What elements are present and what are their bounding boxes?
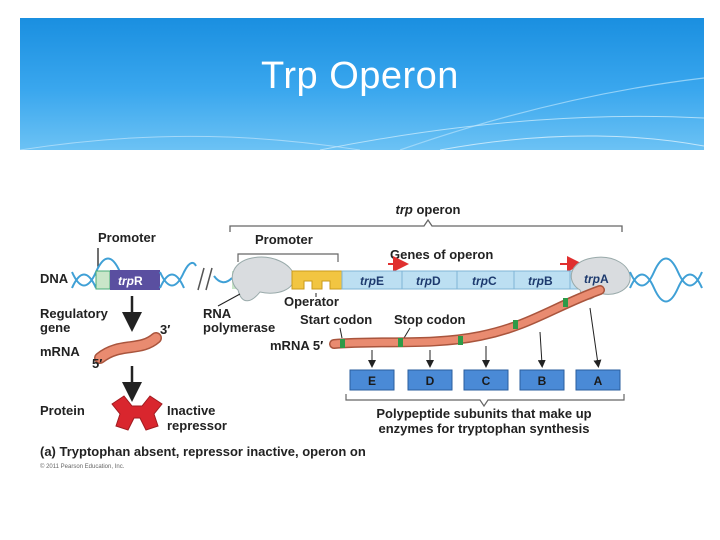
- codon-marks: [340, 298, 568, 348]
- figure-caption: (a) Tryptophan absent, repressor inactiv…: [40, 444, 366, 459]
- subunit-label-D: D: [426, 374, 435, 388]
- inactive-repressor-label-line1: Inactive: [167, 403, 215, 418]
- title-banner: [20, 18, 704, 150]
- start-codon-label: Start codon: [300, 312, 372, 327]
- dna-label: DNA: [40, 271, 69, 286]
- regulatory-gene-label-line1: Regulatory: [40, 306, 109, 321]
- operon-bracket: [229, 218, 623, 232]
- translation-arrows: [368, 307, 602, 368]
- subunit-A: [575, 369, 621, 391]
- trpR-label: trpR: [118, 274, 143, 288]
- inactive-repressor-shape: [111, 395, 163, 431]
- polypeptide-subunits: E D C B A: [349, 369, 621, 391]
- gene-label-trpD: trpD: [416, 274, 441, 288]
- subunit-label-A: A: [594, 374, 603, 388]
- promoter-label-right: Promoter: [255, 232, 313, 247]
- operator-region: [291, 270, 343, 290]
- codon-mark: [563, 298, 568, 307]
- promoter-bracket: [237, 253, 339, 262]
- subunit-label-E: E: [368, 374, 376, 388]
- dna-helix-mid: [159, 261, 233, 291]
- subunit-E: [349, 369, 395, 391]
- gene-label-trpE: trpE: [360, 274, 384, 288]
- subunit-D: [407, 369, 453, 391]
- five-prime-label-left: 5′: [92, 356, 102, 371]
- gene-label-trpC: trpC: [472, 274, 497, 288]
- codon-mark: [340, 339, 345, 348]
- rna-polymerase-label-line2: polymerase: [203, 320, 275, 335]
- inactive-repressor-label-line2: repressor: [167, 418, 227, 433]
- operon-mrna: [330, 286, 604, 348]
- regulatory-promoter-box: [95, 270, 111, 290]
- polypeptide-label-line1: Polypeptide subunits that make up: [376, 406, 591, 421]
- promoter-label-left: Promoter: [98, 230, 156, 245]
- regulatory-gene-label-line2: gene: [40, 320, 70, 335]
- subunit-label-B: B: [538, 374, 547, 388]
- codon-mark: [458, 336, 463, 345]
- mrna-label-left: mRNA: [40, 344, 80, 359]
- gene-label-trpA: trpA: [584, 272, 609, 286]
- copyright-notice: © 2011 Pearson Education, Inc.: [40, 463, 125, 470]
- banner-swoosh-decoration: [20, 77, 704, 150]
- gene-label-trpB: trpB: [528, 274, 553, 288]
- slide-title: Trp Operon: [261, 55, 459, 97]
- subunit-B: [519, 369, 565, 391]
- dna-helix-right: [629, 257, 703, 303]
- codon-mark: [513, 320, 518, 329]
- three-prime-label: 3′: [160, 322, 170, 337]
- subunit-label-C: C: [482, 374, 491, 388]
- stop-codon-pointer: [403, 327, 411, 339]
- stop-codon-label: Stop codon: [394, 312, 466, 327]
- mrna-label-right: mRNA 5′: [270, 338, 323, 353]
- genes-of-operon-label: Genes of operon: [390, 247, 493, 262]
- polypeptide-label-line2: enzymes for tryptophan synthesis: [379, 421, 590, 436]
- rna-polymerase-pointer: [217, 293, 241, 307]
- regulatory-mrna: [95, 333, 161, 363]
- operator-label: Operator: [284, 294, 339, 309]
- rna-polymerase-label-line1: RNA: [203, 306, 232, 321]
- codon-mark: [398, 338, 403, 347]
- operon-genes: trpE trpD trpC trpB: [341, 270, 623, 290]
- trpR-gene-box: [110, 270, 160, 290]
- protein-label: Protein: [40, 403, 85, 418]
- subunits-bracket: [345, 394, 625, 408]
- subunit-C: [463, 369, 509, 391]
- operon-label: trp operon: [395, 202, 460, 217]
- start-codon-pointer: [339, 327, 343, 339]
